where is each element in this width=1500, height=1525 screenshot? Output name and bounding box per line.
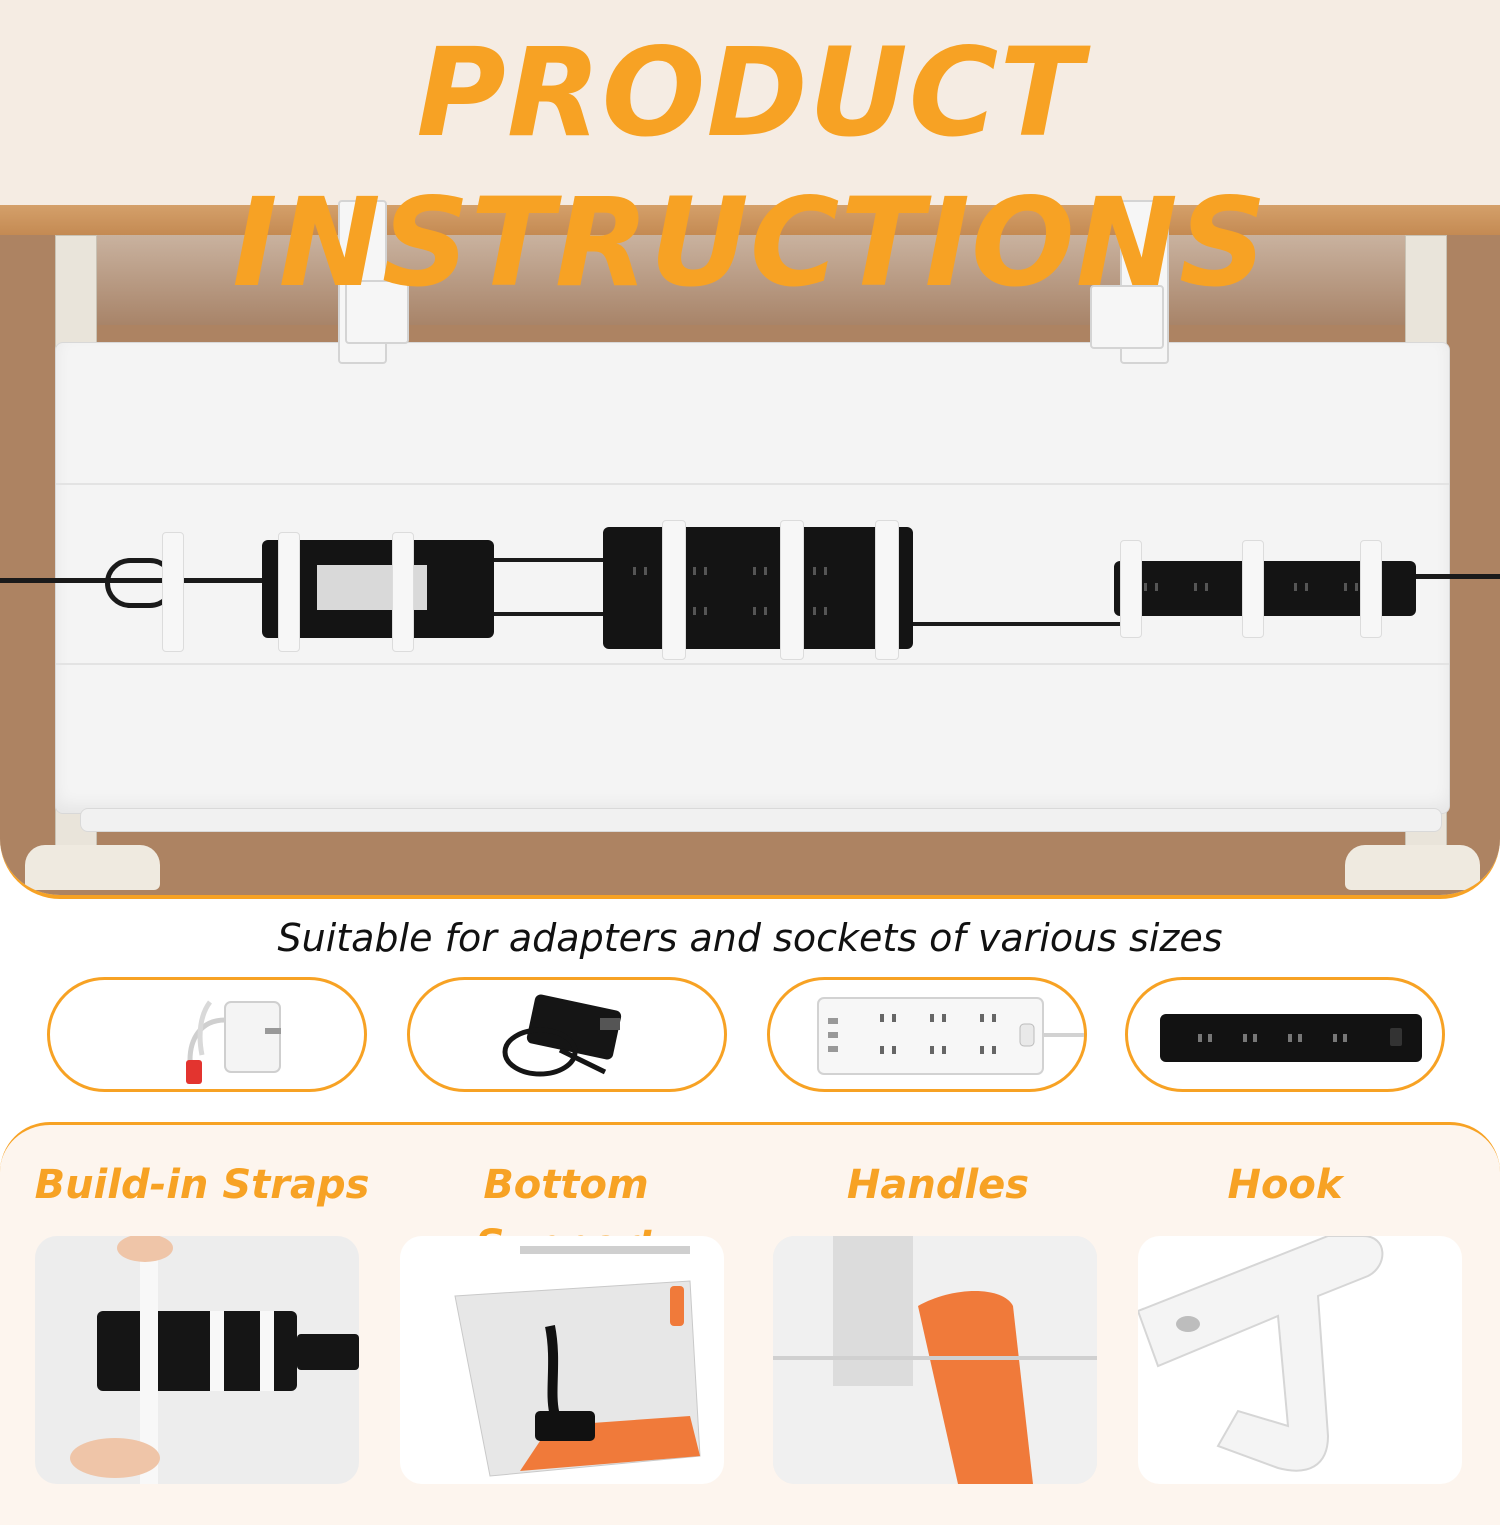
hook-icon xyxy=(1138,1236,1384,1472)
compatibility-subtitle: Suitable for adapters and sockets of var… xyxy=(277,916,1223,960)
compatible-item-usb-charger xyxy=(47,977,367,1092)
strap xyxy=(1120,540,1142,638)
strap xyxy=(392,532,414,652)
compatible-item-laptop-adapter xyxy=(407,977,727,1092)
feature-label-hook: Hook xyxy=(1227,1162,1343,1208)
strap xyxy=(1242,540,1264,638)
white-power-strip-icon xyxy=(817,997,1084,1075)
power-strip-large xyxy=(603,527,913,649)
bottom-support-illustration xyxy=(454,1246,701,1477)
straps-illustration xyxy=(70,1236,359,1484)
feature-label-straps: Build-in Straps xyxy=(34,1162,370,1208)
strap xyxy=(875,520,899,660)
strap xyxy=(162,532,184,652)
strap xyxy=(780,520,804,660)
compatible-item-white-power-strip xyxy=(767,977,1087,1092)
page-title: PRODUCT INSTRUCTIONS xyxy=(232,22,1268,314)
black-power-strip-icon xyxy=(1160,1014,1422,1062)
clamp-left-bracket xyxy=(345,280,409,344)
clamp-right-bracket xyxy=(1090,285,1164,349)
desk-foot-left xyxy=(25,845,160,890)
desk-top xyxy=(0,205,1500,235)
feature-image-handles xyxy=(773,1236,1097,1484)
laptop-adapter-icon xyxy=(502,994,622,1077)
desk-foot-right xyxy=(1345,845,1480,890)
feature-image-bottom-support xyxy=(400,1236,724,1484)
strap xyxy=(662,520,686,660)
feature-image-hook xyxy=(1138,1236,1462,1484)
desk-apron xyxy=(60,235,1440,325)
handles-illustration xyxy=(773,1236,1097,1484)
compatible-item-black-power-strip xyxy=(1125,977,1445,1092)
cable xyxy=(490,558,605,562)
strap xyxy=(278,532,300,652)
cable xyxy=(0,578,270,583)
cable xyxy=(490,612,605,616)
hero-photo: PRODUCT INSTRUCTIONS xyxy=(0,0,1500,899)
cable xyxy=(910,622,1120,626)
feature-image-straps xyxy=(35,1236,359,1484)
strap xyxy=(1360,540,1382,638)
tray-bottom-rail xyxy=(80,808,1442,832)
cable xyxy=(1410,574,1500,579)
usb-charger-icon xyxy=(186,1000,281,1084)
feature-label-handles: Handles xyxy=(846,1162,1030,1208)
